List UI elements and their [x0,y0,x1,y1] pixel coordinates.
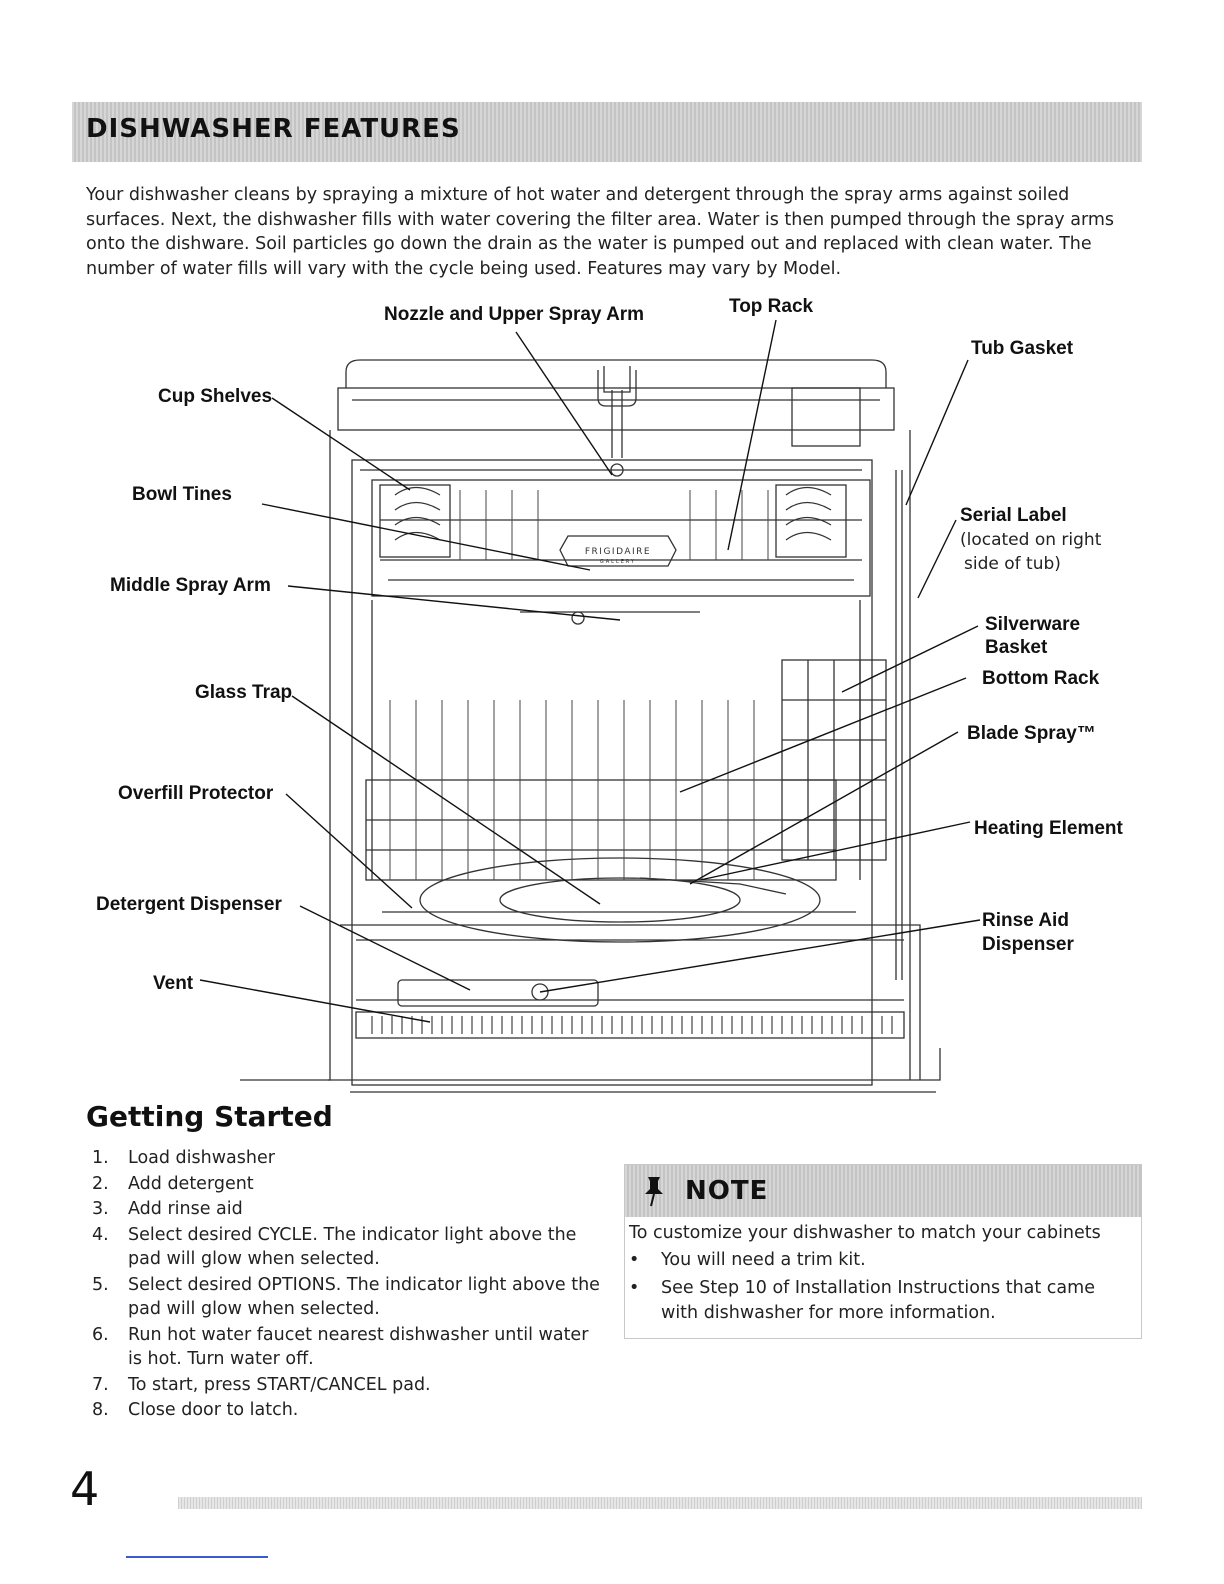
step-item: 1. Load dishwasher [86,1146,606,1171]
leader-heating-element [699,821,971,881]
label-rinse-aid-1: Rinse Aid [982,910,1069,931]
step-item: 4. Select desired CYCLE. The indicator li… [86,1223,606,1272]
leader-bowl-tines [261,503,591,571]
getting-started-steps: 1. Load dishwasher 2. Add detergent 3. Add … [86,1146,606,1424]
label-serial-label: Serial Label [960,505,1067,526]
leader-nozzle [515,331,613,476]
leader-bottom-rack [679,677,967,793]
note-title: NOTE [685,1176,769,1206]
leader-silverware [841,625,979,693]
footer-rule [178,1497,1142,1509]
label-blade-spray: Blade Spray™ [967,723,1096,744]
note-bullet: You will need a trim kit. [629,1248,1133,1273]
step-text: Add rinse aid [128,1199,243,1219]
step-item: 6. Run hot water faucet nearest dishwashe… [86,1323,606,1372]
step-number: 6. [92,1324,109,1345]
footer-link-underline [126,1556,268,1558]
pushpin-icon [645,1177,663,1207]
section-title: DISHWASHER FEATURES [86,114,461,144]
label-cup-shelves: Cup Shelves [158,386,272,407]
label-glass-trap: Glass Trap [195,682,292,703]
label-nozzle-upper-spray-arm: Nozzle and Upper Spray Arm [384,304,644,325]
label-silverware-basket-2: Basket [985,637,1048,658]
step-item: 8. Close door to latch. [86,1398,606,1423]
step-text: Close door to latch. [128,1400,299,1420]
dishwasher-illustration [240,359,941,1093]
label-vent: Vent [153,973,194,994]
leader-vent [199,979,431,1023]
vent-grille [371,1016,893,1034]
step-number: 3. [92,1199,109,1219]
step-item: 3. Add rinse aid [86,1197,606,1222]
step-item: 2. Add detergent [86,1172,606,1197]
step-text: Add detergent [128,1173,254,1194]
leader-detergent [299,905,471,991]
leader-top-rack [727,319,777,551]
leader-overfill [285,793,413,909]
leader-rinse-aid [539,919,981,993]
brand-logo-sub: GALLERY [600,559,636,565]
label-serial-label-note-2: side of tub) [964,554,1061,574]
note-header: NOTE [625,1165,1141,1217]
step-number: 7. [92,1374,109,1395]
note-bullets: You will need a trim kit. See Step 10 of… [629,1248,1133,1326]
note-box: NOTE To customize your dishwasher to mat… [624,1164,1142,1339]
step-text: Run hot water faucet nearest dishwasher … [128,1324,589,1370]
leader-blade-spray [689,731,959,885]
label-tub-gasket: Tub Gasket [971,338,1074,359]
page-number: 4 [70,1462,100,1516]
getting-started-title: Getting Started [86,1100,333,1133]
step-number: 1. [92,1148,109,1168]
label-bowl-tines: Bowl Tines [132,484,232,505]
label-serial-label-note-1: (located on right [960,530,1102,550]
step-text: Select desired OPTIONS. The indicator li… [128,1274,600,1320]
step-item: 5. Select desired OPTIONS. The indicator … [86,1273,606,1322]
step-text: Load dishwasher [128,1148,275,1168]
step-number: 4. [92,1224,109,1245]
dishwasher-diagram: FRIGIDAIRE GALLERY Nozzle and Upper Spra… [96,296,1124,1093]
label-rinse-aid-2: Dispenser [982,934,1074,955]
brand-logo: FRIGIDAIRE [585,547,651,557]
note-intro: To customize your dishwasher to match yo… [629,1223,1101,1243]
intro-paragraph: Your dishwasher cleans by spraying a mix… [86,183,1146,281]
label-heating-element: Heating Element [974,818,1124,839]
label-top-rack: Top Rack [729,296,814,317]
step-text: To start, press START/CANCEL pad. [128,1374,431,1395]
step-number: 5. [92,1274,109,1295]
leader-tub-gasket [905,359,969,506]
note-bullet: See Step 10 of Installation Instructions… [629,1276,1133,1325]
top-rack-tines [459,490,769,560]
label-bottom-rack: Bottom Rack [982,668,1100,689]
step-number: 2. [92,1173,109,1194]
step-item: 7. To start, press START/CANCEL pad. [86,1373,606,1398]
label-middle-spray-arm: Middle Spray Arm [110,575,271,596]
leader-glass-trap [291,695,601,905]
label-silverware-basket-1: Silverware [985,614,1080,635]
intro-text: Your dishwasher cleans by spraying a mix… [86,185,1115,279]
label-detergent-dispenser: Detergent Dispenser [96,894,282,915]
section-banner: DISHWASHER FEATURES [72,102,1142,162]
step-number: 8. [92,1400,109,1420]
bottom-rack-tines [389,700,755,880]
leader-serial-label [917,519,957,599]
note-body: To customize your dishwasher to match yo… [625,1217,1141,1325]
leader-lines [199,319,981,1023]
step-text: Select desired CYCLE. The indicator ligh… [128,1224,577,1270]
leader-middle-spray-arm [287,585,621,621]
label-overfill-protector: Overfill Protector [118,783,274,804]
leader-cup-shelves [271,397,411,491]
